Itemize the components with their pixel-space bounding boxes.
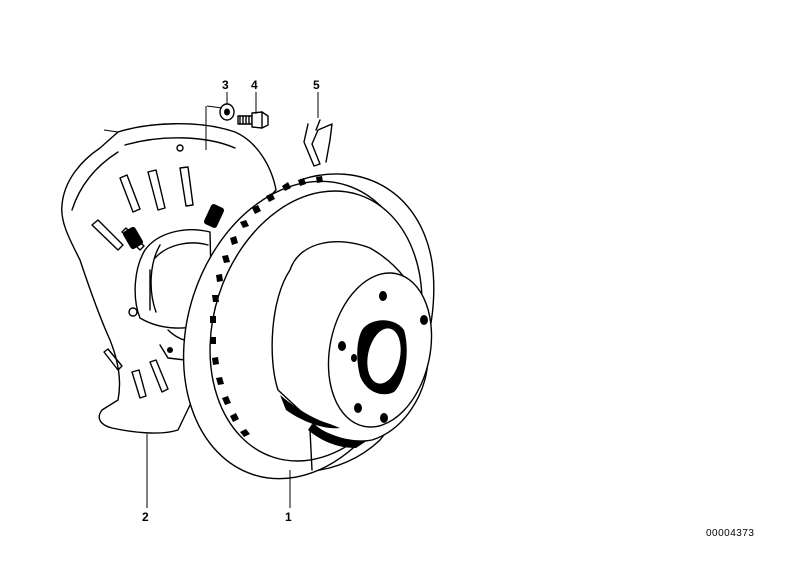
clip-part-5 — [303, 119, 333, 167]
document-id: 00004373 — [706, 528, 755, 539]
disc-bolt-holes — [338, 291, 428, 423]
splash-guard-part-2 — [61, 123, 277, 434]
brake-disc-part-1 — [182, 173, 435, 480]
guard-slots — [91, 166, 194, 399]
callout-label-5: 5 — [313, 78, 320, 92]
leader-lines — [146, 92, 319, 508]
callout-label-1: 1 — [285, 510, 292, 524]
disc-vent-vanes — [210, 176, 323, 437]
callout-label-4: 4 — [251, 78, 258, 92]
callout-label-3: 3 — [222, 78, 229, 92]
callouts: 3 4 5 2 1 — [142, 78, 320, 524]
callout-label-2: 2 — [142, 510, 149, 524]
bolt-part-4 — [237, 111, 269, 129]
washer-part-3 — [205, 103, 235, 150]
